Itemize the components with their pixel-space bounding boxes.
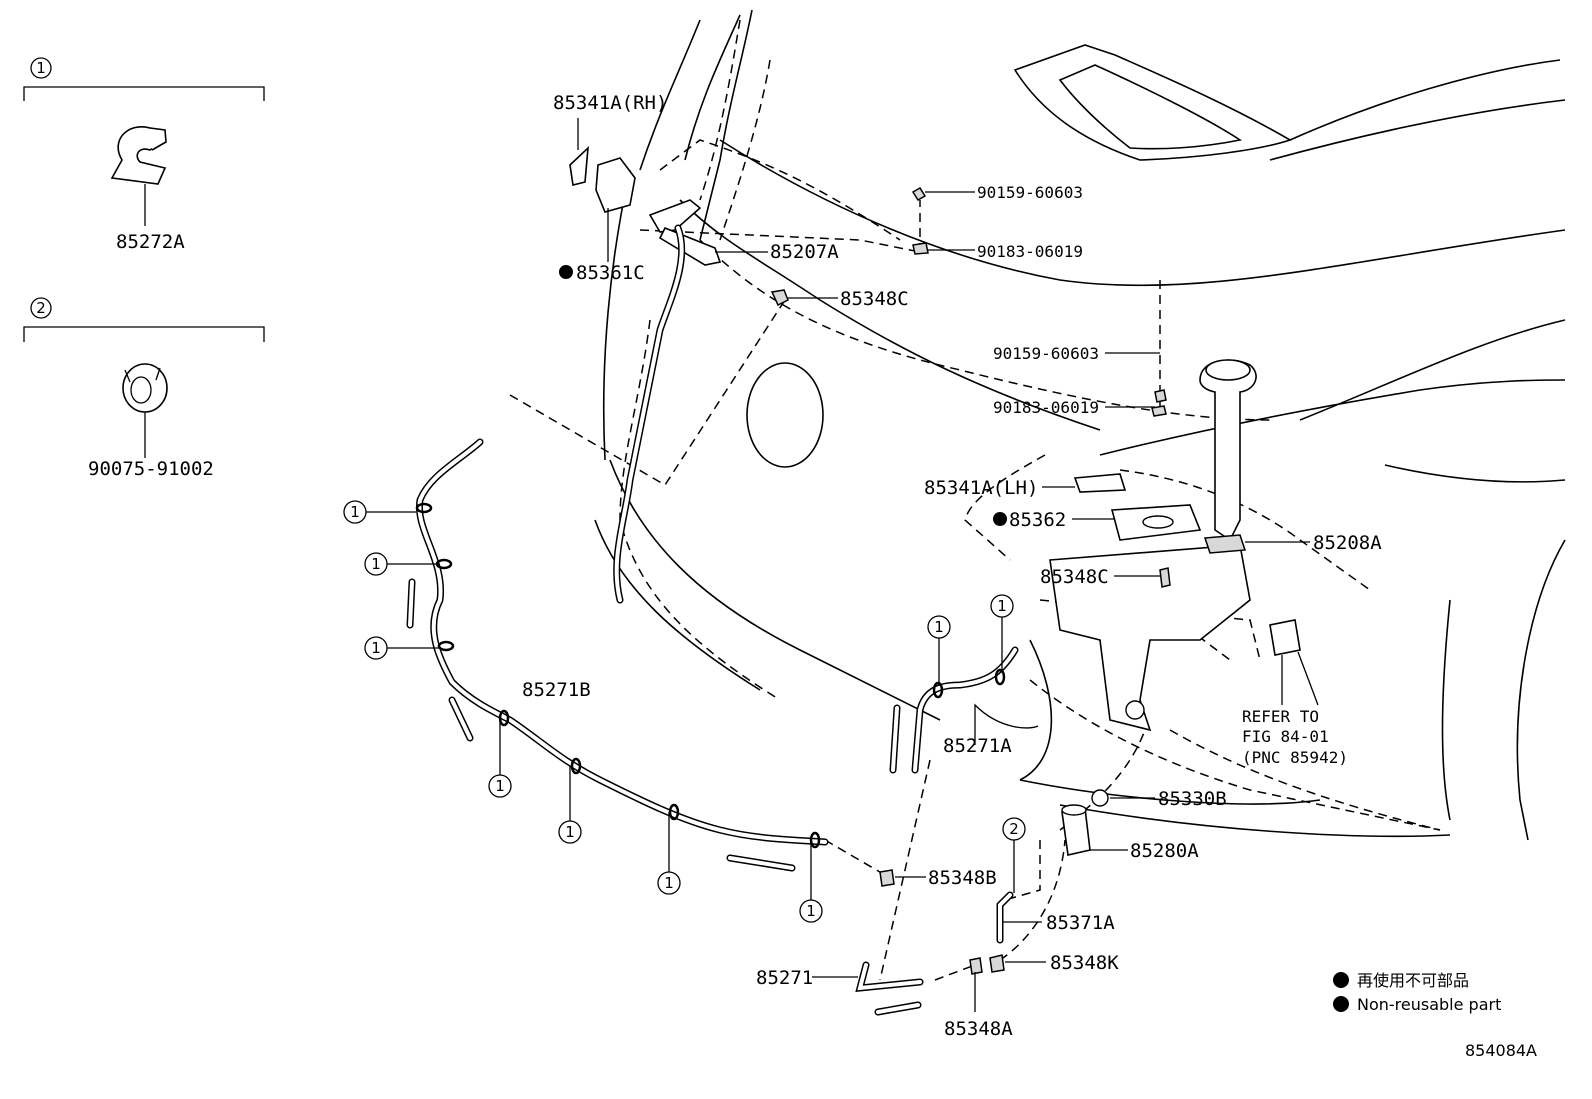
callout-1-f: 1	[657, 812, 681, 895]
legend: 再使用不可部品 Non-reusable part	[1333, 971, 1501, 1014]
callout-2-a: 2	[1002, 817, 1026, 893]
non-reusable-dot-85361C	[559, 265, 573, 279]
label-90075-91002: 90075-91002	[88, 458, 214, 480]
label-85341A-lh: 85341A(LH)	[924, 477, 1038, 499]
svg-text:1: 1	[664, 874, 674, 892]
svg-text:(PNC 85942): (PNC 85942)	[1242, 748, 1348, 767]
label-85271A: 85271A	[943, 735, 1012, 757]
label-85361C: 85361C	[576, 262, 645, 284]
callout-1-e: 1	[558, 766, 582, 844]
label-85330B: 85330B	[1158, 788, 1227, 810]
legend-jp: 再使用不可部品	[1357, 971, 1469, 990]
label-85348B: 85348B	[928, 867, 997, 889]
part-labels: 85341A(RH) 85361C 85207A 85348C 90159-60…	[522, 92, 1382, 1040]
callout-1-i: 1	[990, 594, 1014, 672]
label-90183-06019-top: 90183-06019	[977, 242, 1083, 261]
clamp-90075-91002-drawing	[122, 363, 168, 413]
label-90183-06019-mid: 90183-06019	[993, 398, 1099, 417]
svg-text:REFER TO: REFER TO	[1242, 707, 1319, 726]
svg-text:2: 2	[1009, 820, 1019, 838]
legend-en: Non-reusable part	[1357, 995, 1501, 1014]
label-85272A: 85272A	[116, 231, 185, 253]
clamp-callouts: 1 1 1 1 1 1 1 1 1 2	[343, 500, 1026, 923]
label-85371A: 85371A	[1046, 912, 1115, 934]
non-reusable-dot-85362	[993, 512, 1007, 526]
group-1-box: 1 85272A	[23, 57, 265, 253]
label-85348C-top: 85348C	[840, 288, 909, 310]
svg-text:1: 1	[565, 823, 575, 841]
callout-1-h: 1	[927, 615, 951, 686]
label-85207A: 85207A	[770, 241, 839, 263]
callout-1-a: 1	[343, 500, 416, 524]
group-2-box: 2 90075-91002	[23, 297, 265, 480]
callout-1-g: 1	[799, 838, 823, 923]
svg-text:1: 1	[36, 59, 46, 77]
label-leaders	[577, 118, 1319, 1012]
svg-text:FIG 84-01: FIG 84-01	[1242, 727, 1329, 746]
hose-pieces	[406, 224, 1014, 1016]
hose-fittings	[879, 869, 1005, 975]
svg-text:1: 1	[371, 639, 381, 657]
label-85208A: 85208A	[1313, 532, 1382, 554]
washer-reservoir	[1049, 359, 1301, 856]
svg-text:1: 1	[997, 597, 1007, 615]
refer-note: REFER TO FIG 84-01 (PNC 85942)	[1242, 707, 1348, 767]
label-85341A-rh: 85341A(RH)	[553, 92, 667, 114]
svg-text:1: 1	[350, 503, 360, 521]
hose-85271B	[415, 438, 829, 846]
label-85348K: 85348K	[1050, 952, 1119, 974]
label-85348C-mid: 85348C	[1040, 566, 1109, 588]
label-85348A: 85348A	[944, 1018, 1013, 1040]
label-90159-60603-top: 90159-60603	[977, 183, 1083, 202]
label-85271: 85271	[756, 967, 813, 989]
svg-text:2: 2	[36, 299, 46, 317]
dashed-body-lines	[509, 19, 1441, 981]
svg-text:1: 1	[806, 902, 816, 920]
callout-1-c: 1	[364, 636, 440, 660]
callout-1-b: 1	[364, 552, 436, 576]
diagram-id: 854084A	[1465, 1041, 1537, 1060]
label-85362: 85362	[1009, 509, 1066, 531]
label-85271B: 85271B	[522, 679, 591, 701]
svg-text:1: 1	[934, 618, 944, 636]
label-85280A: 85280A	[1130, 840, 1199, 862]
clip-85272A-drawing	[110, 126, 167, 185]
svg-text:1: 1	[495, 777, 505, 795]
svg-text:1: 1	[371, 555, 381, 573]
label-90159-60603-mid: 90159-60603	[993, 344, 1099, 363]
callout-1-d: 1	[488, 720, 512, 798]
vehicle-body-outline	[594, 9, 1566, 841]
washer-nozzle-rh	[569, 145, 929, 307]
